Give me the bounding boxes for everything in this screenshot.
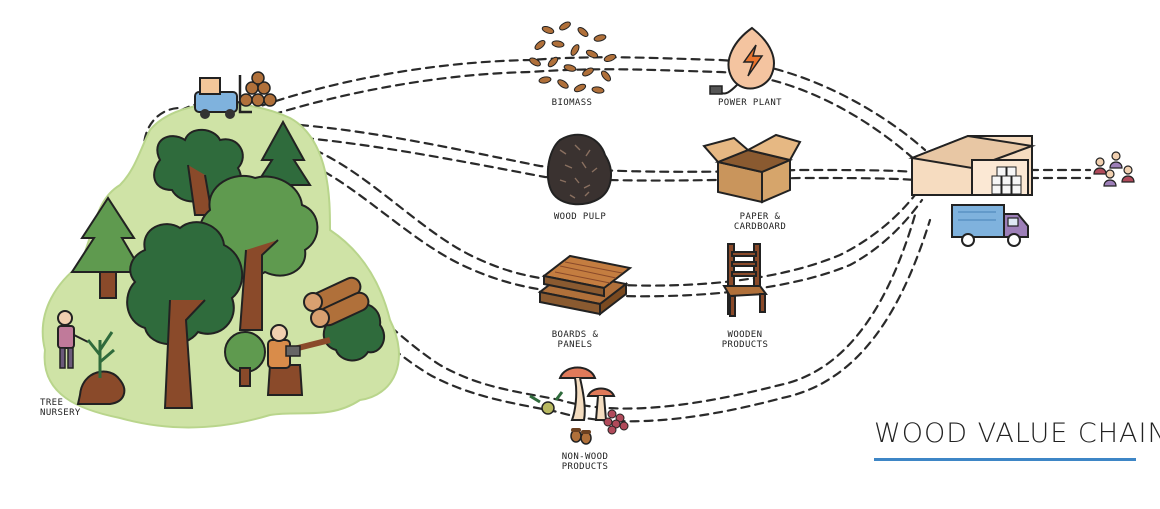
label-wood-pulp: WOOD PULP: [553, 212, 607, 222]
route-consumers: [1028, 168, 1092, 180]
label-power-plant: POWER PLANT: [717, 98, 782, 108]
pine-tree: [70, 196, 144, 299]
label-boards-panels: BOARDS & PANELS: [551, 330, 599, 350]
delivery-truck-icon: [951, 204, 1029, 247]
biomass-icon: [529, 21, 617, 94]
wooden-chair-icon: [722, 243, 768, 317]
label-non-wood-products: NON-WOOD PRODUCTS: [561, 452, 609, 472]
label-paper-cardboard: PAPER & CARDBOARD: [733, 212, 787, 232]
route-wood-pulp: [298, 123, 917, 182]
consumers-icon: [1093, 151, 1135, 187]
label-biomass: BIOMASS: [551, 98, 593, 108]
label-tree-nursery: TREE NURSERY: [40, 398, 81, 418]
deciduous-tree: [224, 331, 266, 387]
non-wood-products-icon: [529, 366, 629, 445]
title-underline: [874, 458, 1136, 461]
log-pile: [303, 276, 370, 328]
power-plant-icon: [709, 26, 775, 95]
wood-pulp-icon: [546, 133, 612, 206]
nursery-worker-figure: [57, 310, 126, 405]
forklift-icon: [194, 71, 277, 119]
label-wooden-products: WOODEN PRODUCTS: [721, 330, 769, 350]
lumberjack-figure: [266, 324, 331, 396]
warehouse-icon: [908, 134, 1036, 196]
boards-panels-icon: [537, 254, 633, 317]
cardboard-box-icon: [702, 133, 802, 204]
deciduous-tree: [126, 221, 244, 409]
diagram-title: WOOD VALUE CHAIN: [874, 418, 1160, 449]
forest: [41, 71, 400, 429]
